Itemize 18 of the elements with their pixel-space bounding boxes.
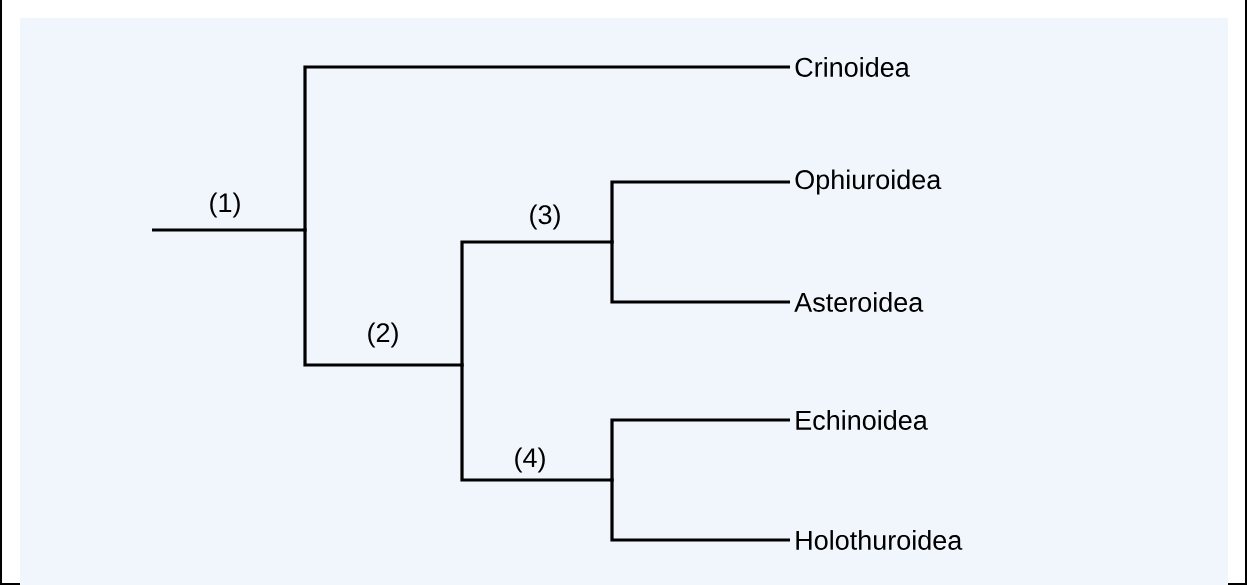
- tree-branch: [610, 418, 790, 480]
- tree-branch: [610, 242, 790, 304]
- taxon-label: Asteroidea: [794, 292, 924, 312]
- taxon-label: Echinoidea: [796, 410, 928, 430]
- tree-branch: [152, 228, 305, 232]
- branch-label: (3): [530, 204, 560, 230]
- tree-branch: [303, 65, 790, 230]
- tree-branch: [460, 240, 612, 365]
- tree-branch: [610, 480, 790, 542]
- tree-branch: [610, 180, 790, 242]
- branch-label: (4): [515, 447, 545, 473]
- tree-branch: [303, 230, 462, 367]
- branch-label: (1): [210, 192, 240, 218]
- branch-label: (2): [368, 322, 398, 348]
- taxon-label: Holothuroidea: [796, 530, 963, 550]
- taxon-label: Crinoidea: [795, 57, 910, 77]
- taxon-label: Ophiuroidea: [795, 169, 942, 195]
- tree-branch: [460, 365, 612, 482]
